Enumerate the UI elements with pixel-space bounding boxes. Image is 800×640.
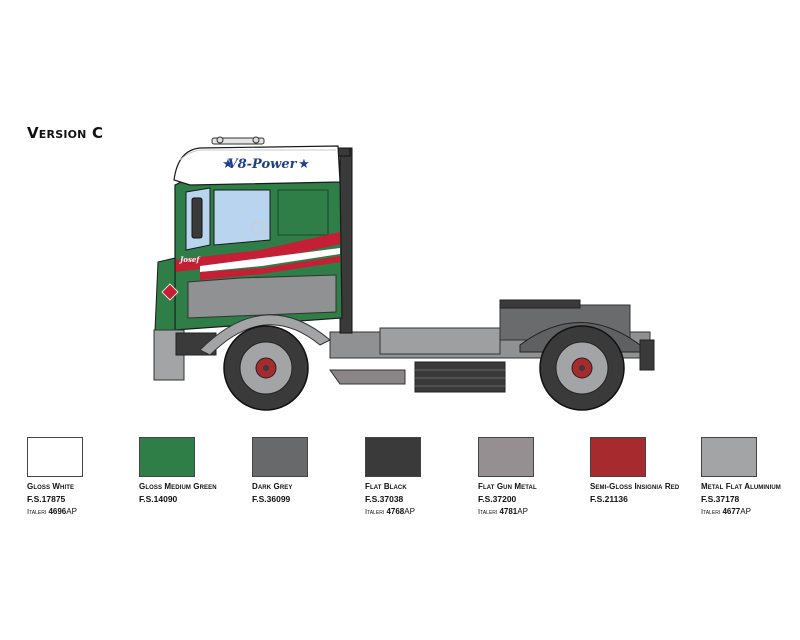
banner-text: V8-Power [228,157,298,172]
color-chip [590,437,646,477]
color-swatch-gloss-white: Gloss White F.S.17875 Italeri 4696AP [27,437,127,516]
color-chip [365,437,421,477]
color-swatch-metal-flat-aluminium: Metal Flat Aluminium F.S.37178 Italeri 4… [701,437,800,516]
front-fender [199,314,331,356]
color-chip [478,437,534,477]
italeri-code: Italeri 4696AP [27,507,77,516]
color-chip [252,437,308,477]
star-icon: ★ [222,156,234,171]
red-stripe [158,232,340,274]
color-chip [701,437,757,477]
color-name: Flat Black [365,482,407,491]
color-name: Semi-Gloss Insignia Red [590,482,680,491]
fs-code: F.S.37038 [365,494,404,504]
color-swatch-gloss-medium-green: Gloss Medium Green F.S.14090 [139,437,239,504]
color-swatch-dark-grey: Dark Grey F.S.36099 [252,437,352,504]
color-chip [27,437,83,477]
star-icon: ★ [298,156,310,171]
roof-spoiler [173,145,341,186]
fs-code: F.S.14090 [139,494,178,504]
name-decal: Josef [178,255,201,264]
italeri-code: Italeri 4768AP [365,507,415,516]
color-name: Dark Grey [252,482,293,491]
fs-code: F.S.37200 [478,494,517,504]
version-title: Version C [27,124,104,142]
exhaust-pipe [329,369,406,385]
side-mirror [191,197,203,239]
color-swatch-flat-black: Flat Black F.S.37038 Italeri 4768AP [365,437,465,516]
italeri-code: Italeri 4781AP [478,507,528,516]
battery-box [414,361,506,393]
color-name: Gloss White [27,482,75,491]
fs-code: F.S.21136 [590,494,628,504]
side-panel [187,274,337,319]
italeri-code: Italeri 4677AP [701,507,751,516]
color-swatch-flat-gun-metal: Flat Gun Metal F.S.37200 Italeri 4781AP [478,437,578,516]
color-name: Metal Flat Aluminium [701,482,781,491]
color-swatch-semi-gloss-insignia-red: Semi-Gloss Insignia Red F.S.21136 [590,437,690,504]
fuel-tank [379,327,501,355]
color-chip [139,437,195,477]
fs-code: F.S.36099 [252,494,291,504]
fs-code: F.S.17875 [27,494,66,504]
star-emblem [251,221,265,235]
door-window [213,189,271,246]
color-name: Flat Gun Metal [478,482,537,491]
truck-illustration: V8-Power ★ ★ Josef [153,136,655,411]
hazard-sign [161,283,179,301]
roof-lights [211,137,265,145]
color-name: Gloss Medium Green [139,482,217,491]
fs-code: F.S.37178 [701,494,740,504]
